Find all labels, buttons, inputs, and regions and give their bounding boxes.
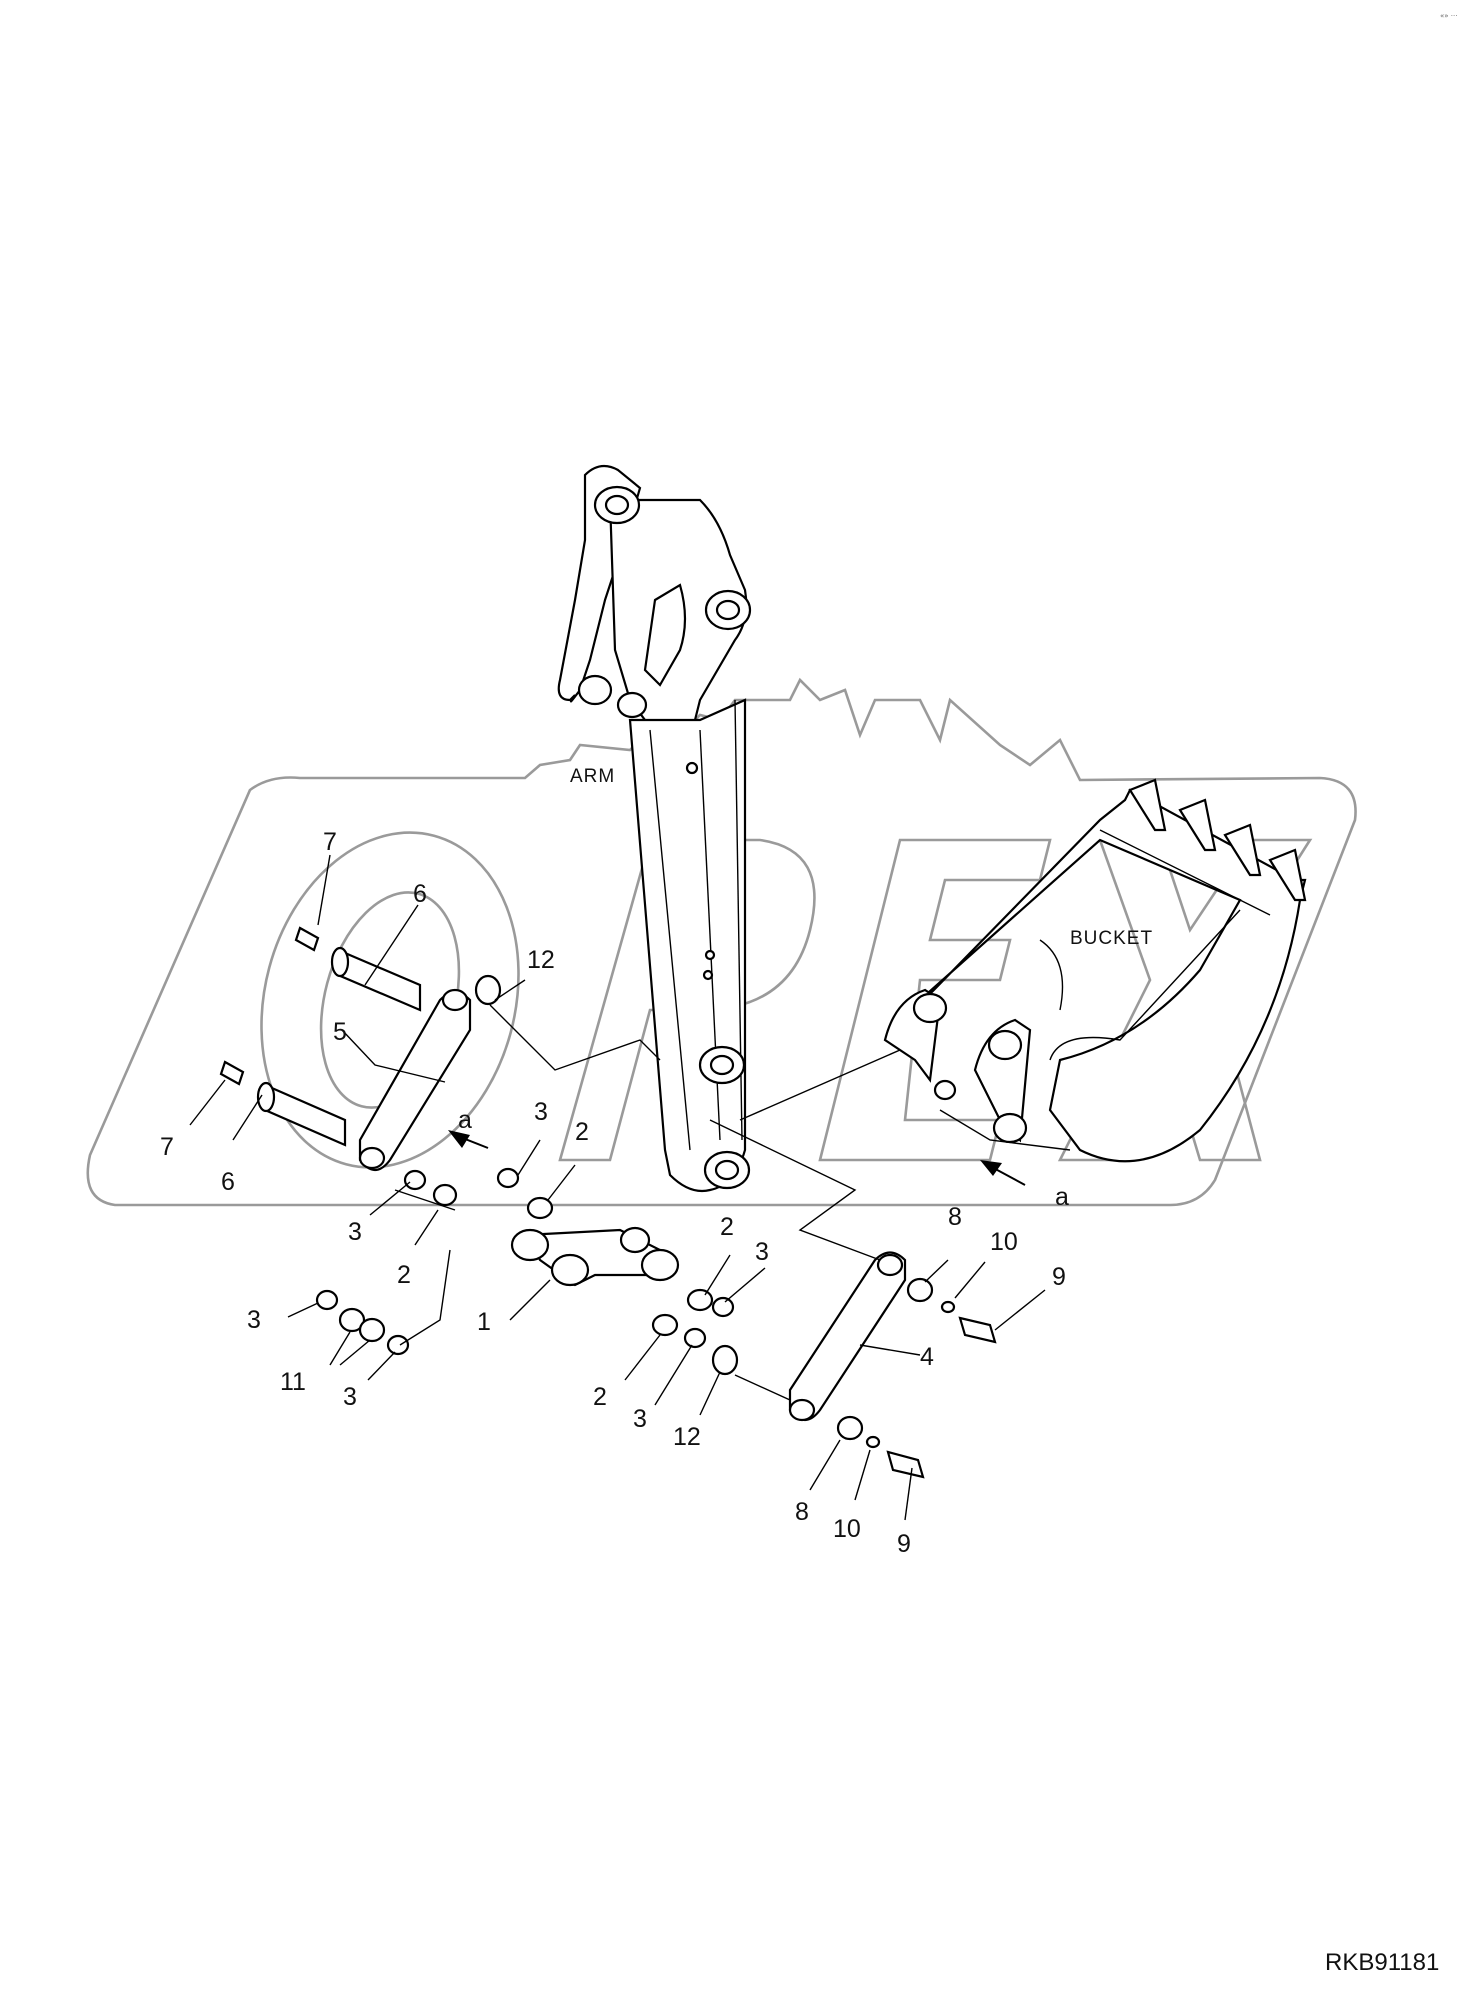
callout-12-lower: 12 xyxy=(673,1423,701,1451)
callout-6-upper: 6 xyxy=(413,880,427,908)
callout-8-upper: 8 xyxy=(948,1203,962,1231)
callout-9-lower: 9 xyxy=(897,1530,911,1558)
pin-part-6-lower xyxy=(256,1081,347,1147)
callout-3-d: 3 xyxy=(343,1383,357,1411)
link-part-5 xyxy=(358,988,472,1172)
callout-3-b: 3 xyxy=(348,1218,362,1246)
link-part-1 xyxy=(510,1226,680,1287)
callout-12-upper: 12 xyxy=(527,946,555,974)
view-marker-left: a xyxy=(458,1106,472,1134)
callout-8-lower: 8 xyxy=(795,1498,809,1526)
callout-3-c: 3 xyxy=(247,1306,261,1334)
callout-5: 5 xyxy=(333,1018,347,1046)
pin-part-6-upper xyxy=(330,946,422,1012)
callout-9-upper: 9 xyxy=(1052,1263,1066,1291)
callout-11: 11 xyxy=(280,1368,306,1396)
callout-2-d: 2 xyxy=(593,1383,607,1411)
drawing-code: RKB91181 xyxy=(1325,1949,1439,1976)
link-part-4 xyxy=(788,1251,907,1422)
bucket-label: BUCKET xyxy=(1070,928,1153,949)
callout-1: 1 xyxy=(477,1308,491,1336)
callout-7-upper: 7 xyxy=(323,828,337,856)
callout-2-b: 2 xyxy=(397,1261,411,1289)
callout-7-lower: 7 xyxy=(160,1133,174,1161)
callout-3-a: 3 xyxy=(534,1098,548,1126)
bucket: BUCKET xyxy=(883,778,1307,1163)
leader-lines xyxy=(394,1004,1071,1401)
callout-6-lower: 6 xyxy=(221,1168,235,1196)
small-parts xyxy=(315,974,997,1479)
view-marker-right: a xyxy=(1055,1183,1069,1211)
grease-fitting-part-7-lower xyxy=(219,1060,245,1086)
callout-10-upper: 10 xyxy=(990,1228,1018,1256)
callout-10-lower: 10 xyxy=(833,1515,861,1543)
callout-2-a: 2 xyxy=(575,1118,589,1146)
callout-4: 4 xyxy=(920,1343,934,1371)
callout-2-c: 2 xyxy=(720,1213,734,1241)
callout-leaders xyxy=(189,854,1046,1521)
callouts: 7 6 5 12 3 2 a 7 6 3 2 3 11 3 1 2 3 2 3 … xyxy=(160,828,1069,1558)
grease-fitting-part-7-upper xyxy=(294,926,320,952)
corner-mark: «» ··· xyxy=(1440,12,1457,20)
arm: ARM xyxy=(557,464,752,1193)
callout-3-f: 3 xyxy=(633,1405,647,1433)
arm-label: ARM xyxy=(570,766,615,787)
callout-3-e: 3 xyxy=(755,1238,769,1266)
